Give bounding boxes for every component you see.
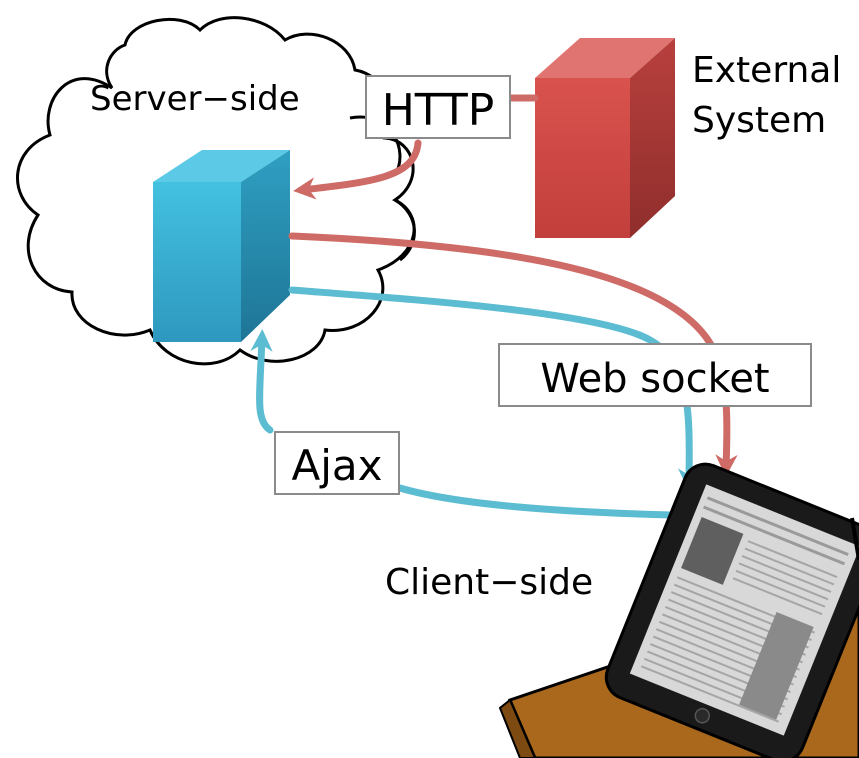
ajax-arrow	[260, 338, 676, 519]
websocket-arrow	[288, 286, 701, 491]
server-box-icon	[153, 150, 290, 342]
http-label-box	[365, 75, 511, 139]
http-arrow	[302, 94, 539, 190]
websocket-label: Web socket	[540, 356, 769, 402]
server-side-label: Server−side	[90, 79, 300, 119]
http-label: HTTP	[382, 85, 495, 136]
client-side-label: Client−side	[385, 562, 593, 603]
websocket-label-box	[498, 343, 812, 407]
ajax-label-box	[274, 431, 400, 495]
tablet-stylus	[850, 517, 859, 561]
external-system-box-icon	[535, 38, 675, 238]
external-system-label-line-1: External	[692, 50, 841, 91]
server-cloud-inner-bump-2	[394, 198, 416, 262]
external-system-label-line-2: System	[692, 100, 826, 141]
ajax-label: Ajax	[292, 441, 383, 490]
tablet-icon	[604, 462, 859, 758]
